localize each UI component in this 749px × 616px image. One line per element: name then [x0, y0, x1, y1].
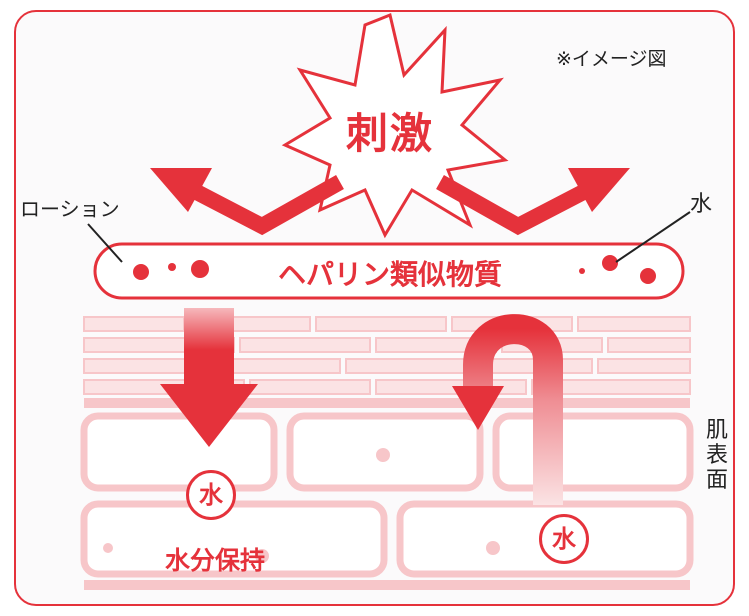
lotion-capsule — [93, 242, 685, 300]
cell-nuclei — [103, 448, 500, 563]
lotion-dots — [133, 255, 656, 284]
skin-surface-label: 肌表面 — [705, 418, 728, 493]
deflect-arrow-left — [150, 168, 344, 236]
water-label: 水 — [690, 192, 713, 217]
skin-bottom — [84, 580, 690, 590]
deflect-arrow-right — [436, 168, 630, 236]
heparin-label: ヘパリン類似物質 — [277, 258, 502, 291]
lotion-leader-line — [87, 223, 123, 263]
lotion-label: ローション — [20, 197, 120, 221]
illustration-note: ※イメージ図 — [556, 48, 667, 70]
stimulus-label: 刺激 — [345, 109, 434, 158]
water-circle-returning: 水 — [539, 514, 589, 564]
down-arrow — [160, 308, 258, 447]
skin-divider — [84, 398, 690, 408]
water-circle-retained: 水 — [186, 470, 236, 520]
brick-rows — [83, 316, 691, 395]
water-leader-line — [615, 211, 691, 263]
moisture-retention-label: 水分保持 — [164, 546, 265, 575]
curved-return-arrow — [452, 314, 563, 505]
